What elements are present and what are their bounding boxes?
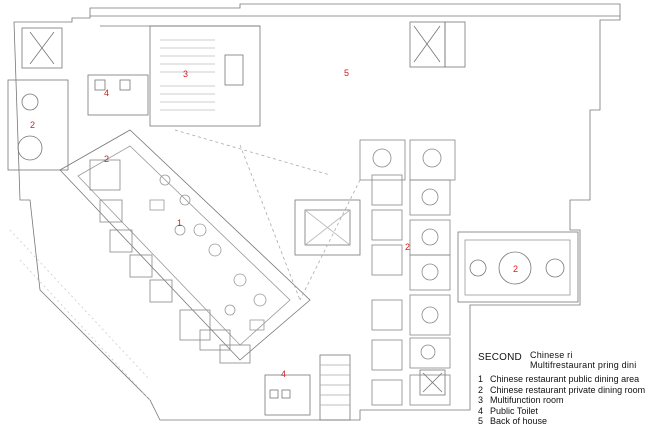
private-room-east xyxy=(457,231,579,303)
private-room-west xyxy=(7,79,69,171)
room-label-3: 3 xyxy=(183,69,189,79)
room-label-4-north: 4 xyxy=(104,88,110,98)
room-label-2-north: 2 xyxy=(104,154,110,164)
room-label-1: 1 xyxy=(177,218,183,228)
room-label-4-south: 4 xyxy=(281,369,287,379)
multifunction-room xyxy=(149,25,261,127)
toilet-south xyxy=(264,374,311,416)
room-label-2-east: 2 xyxy=(513,264,519,274)
legend-title-overlap-2: Multifrestaurant pring dini xyxy=(530,360,637,370)
legend-title-overlap-1: Chinese ri xyxy=(530,350,573,360)
atrium xyxy=(294,199,361,256)
legend: SECOND Chinese ri Multifrestaurant pring… xyxy=(478,350,648,426)
legend-title: SECOND Chinese ri Multifrestaurant pring… xyxy=(478,350,648,370)
room-label-5: 5 xyxy=(344,68,350,78)
toilet-north xyxy=(87,74,149,116)
legend-title-main: SECOND xyxy=(478,352,522,363)
room-label-2-center: 2 xyxy=(405,242,411,252)
wall-outline-northwest xyxy=(13,3,621,421)
room-label-2-west: 2 xyxy=(30,120,36,130)
